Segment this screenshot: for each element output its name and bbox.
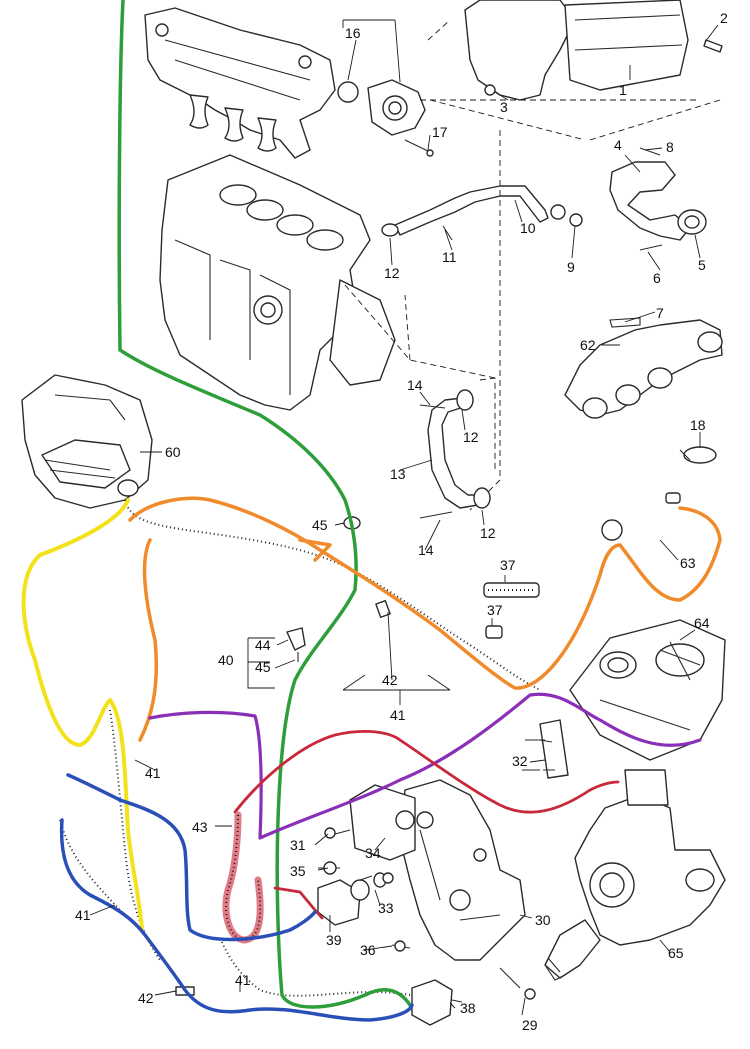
callout-11: 11	[442, 249, 457, 265]
solenoid-valve	[317, 872, 387, 926]
blue-hose	[59, 773, 414, 1022]
callout-4: 4	[614, 137, 622, 153]
callout-6: 6	[653, 270, 661, 286]
callout-13: 13	[390, 466, 406, 482]
callout-14-b: 14	[418, 542, 434, 558]
coolant-hose	[419, 389, 491, 519]
callout-labels: 1 2 3 4 5 6 7 8 9 10 11 12 12 12 13 14 1…	[75, 10, 728, 1033]
t-piece-middle	[375, 600, 391, 618]
pump-bracket	[399, 779, 526, 961]
callout-63: 63	[680, 555, 696, 571]
callout-31: 31	[290, 837, 306, 853]
callout-41-d: 41	[390, 707, 406, 723]
callout-2: 2	[720, 10, 728, 26]
bolts	[318, 739, 545, 1000]
callout-41-c: 41	[235, 972, 251, 988]
engine-block	[159, 154, 396, 411]
air-filter-housing	[21, 374, 153, 509]
egr-pipe	[381, 185, 583, 241]
callout-41-b: 41	[75, 907, 91, 923]
yellow-hose	[21, 498, 144, 932]
callout-45-b: 45	[312, 517, 328, 533]
callout-12-a: 12	[384, 265, 400, 281]
callout-64: 64	[694, 615, 710, 631]
callout-8: 8	[666, 139, 674, 155]
callout-41-a: 41	[145, 765, 161, 781]
callout-33: 33	[378, 900, 394, 916]
cylinder-head-cover	[569, 619, 726, 761]
callout-34: 34	[365, 845, 381, 861]
callout-7: 7	[656, 305, 664, 321]
pressure-converter	[411, 979, 463, 1026]
callout-65: 65	[668, 945, 684, 961]
hose-clip	[286, 627, 306, 662]
callout-44: 44	[255, 637, 271, 653]
callout-leaders	[89, 24, 719, 1016]
hose-clamp	[679, 446, 717, 464]
throttle-valve	[337, 79, 434, 157]
callout-42-a: 42	[138, 990, 154, 1006]
callout-45-a: 45	[255, 659, 271, 675]
callout-14-a: 14	[407, 377, 423, 393]
callout-16: 16	[345, 25, 361, 41]
callout-17: 17	[432, 124, 448, 140]
callout-43: 43	[192, 819, 208, 835]
callout-10: 10	[520, 220, 536, 236]
callout-39: 39	[326, 932, 342, 948]
callout-37-b: 37	[487, 602, 503, 618]
callout-5: 5	[698, 257, 706, 273]
pink-hose	[222, 811, 264, 944]
callout-40: 40	[218, 652, 234, 668]
callout-29: 29	[522, 1017, 538, 1033]
callout-35: 35	[290, 863, 306, 879]
purple-hose	[148, 692, 702, 840]
callout-1: 1	[619, 82, 627, 98]
callout-12-c: 12	[480, 525, 496, 541]
egr-elbow	[609, 147, 707, 251]
intake-manifold	[144, 7, 336, 159]
turbocharger	[544, 769, 726, 981]
callout-12-b: 12	[463, 429, 479, 445]
callout-18: 18	[690, 417, 706, 433]
callout-60: 60	[165, 444, 181, 460]
red-hose	[233, 730, 620, 920]
callout-3: 3	[500, 99, 508, 115]
callout-32: 32	[512, 753, 528, 769]
callout-38: 38	[460, 1000, 476, 1016]
exhaust-manifold	[564, 317, 723, 419]
mounting-bracket	[539, 719, 569, 779]
callout-42-b: 42	[382, 672, 398, 688]
egr-valve-top	[464, 0, 723, 101]
boost-hose-connector	[601, 492, 681, 541]
callout-9: 9	[567, 259, 575, 275]
callout-62: 62	[580, 337, 596, 353]
vacuum-pump	[349, 784, 416, 861]
hose-piece	[483, 582, 540, 639]
callout-37-a: 37	[500, 557, 516, 573]
callout-30: 30	[535, 912, 551, 928]
green-hose	[117, 0, 412, 1009]
